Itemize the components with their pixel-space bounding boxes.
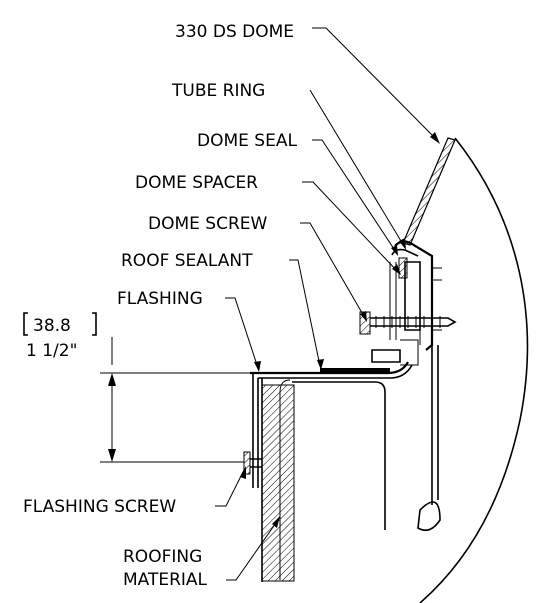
label-dome-seal: DOME SEAL <box>197 131 297 151</box>
dome-screw-shank <box>370 317 457 327</box>
label-flashing: FLASHING <box>117 289 203 309</box>
dome-panel <box>402 137 456 246</box>
label-roofing-material-1: ROOFING <box>123 547 202 567</box>
dimension-arrow-bottom <box>108 449 116 462</box>
leader-dome <box>312 27 438 141</box>
spacer-flange <box>371 349 401 363</box>
label-dome-screw: DOME SCREW <box>148 214 267 234</box>
dimension-imperial: 1 1/2" <box>26 341 77 361</box>
leader-roof-sealant <box>289 259 321 367</box>
flashing-screw-head <box>243 451 251 475</box>
dome-spacer <box>404 261 421 331</box>
dimension-bracket <box>23 312 97 336</box>
label-tube-ring: TUBE RING <box>171 81 265 101</box>
leader-flashing <box>225 297 259 369</box>
label-dome: 330 DS DOME <box>175 22 294 42</box>
detail-circle-boundary <box>419 137 529 603</box>
dome-seal <box>391 248 419 257</box>
roofing-material <box>261 384 295 582</box>
lower-hardware <box>417 501 441 531</box>
dimension-arrow-top <box>108 373 116 386</box>
label-roof-sealant: ROOF SEALANT <box>121 251 253 271</box>
roof-sealant <box>320 368 390 373</box>
label-roofing-material-2: MATERIAL <box>123 570 208 590</box>
leader-dome-seal <box>312 139 397 253</box>
tube-ring-hatch <box>398 257 408 279</box>
flashing-screw-shank <box>250 458 262 468</box>
label-flashing-screw: FLASHING SCREW <box>23 497 176 517</box>
leader-roofing-material <box>226 519 279 581</box>
leader-flashing-screw <box>215 469 245 507</box>
leader-dome-spacer <box>302 181 399 273</box>
flashing-bottom <box>258 364 413 379</box>
label-dome-spacer: DOME SPACER <box>135 173 258 193</box>
curb-wall <box>431 345 439 505</box>
tube-ring <box>394 240 434 351</box>
leader-dome-screw <box>300 222 366 319</box>
flashing-leg <box>252 373 259 488</box>
leader-tube-ring <box>309 89 405 247</box>
dimension-metric: 38.8 <box>33 316 71 336</box>
